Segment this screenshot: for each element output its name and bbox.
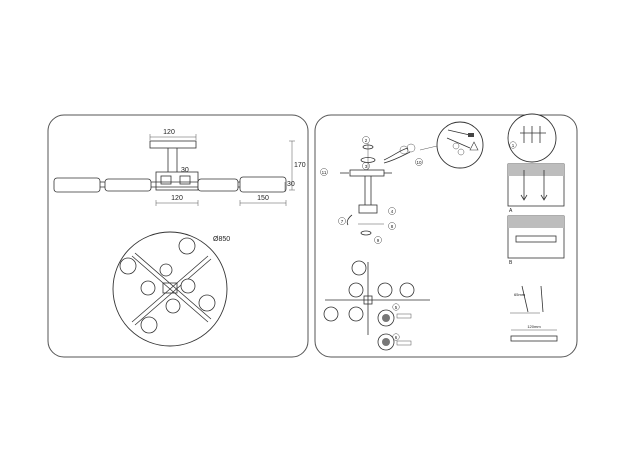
detail-magnifier-circle: [436, 121, 484, 169]
total-height-label: 170: [294, 162, 306, 169]
step-marker: 9: [377, 238, 380, 243]
side-elevation-drawing: 120 170 30 30 120 150: [53, 129, 306, 206]
fixture-assembly-diagram: 5 6: [323, 260, 430, 351]
bracket-width-label: 120mm: [527, 324, 541, 329]
globe: [159, 263, 173, 277]
globe: [348, 306, 364, 322]
step-marker: 8: [391, 224, 394, 229]
step-marker: 10: [416, 160, 422, 165]
dimension-panel-frame: [47, 114, 309, 358]
shade-right-outer: [239, 176, 287, 193]
step-marker: 11: [322, 170, 327, 175]
step-marker: 2: [365, 138, 368, 143]
exploded-mounting-diagram: 2 3 11 4 7 8 9 10: [320, 121, 484, 244]
globe: [351, 260, 367, 276]
step-marker: 7: [341, 219, 344, 224]
arm-offset-label: 30: [181, 167, 189, 174]
step-marker: 3: [365, 164, 368, 169]
plan-view-drawing: Ø850: [112, 231, 230, 347]
dimension-panel: 120 170 30 30 120 150: [47, 114, 309, 358]
step-marker: 6: [395, 335, 398, 340]
globe: [323, 306, 339, 322]
globe: [119, 257, 137, 275]
mounting-bracket: [510, 335, 558, 342]
diameter-label: Ø850: [213, 236, 230, 243]
step-label-a: A: [509, 208, 513, 214]
step-marker: 1: [512, 143, 515, 148]
globe: [165, 298, 181, 314]
shade-right-inner: [197, 178, 239, 192]
shade-left-inner: [104, 178, 152, 192]
ceiling-anchoring-diagram: 1 A B 65mm 120mm: [507, 113, 565, 342]
side-offset-label: 30: [287, 181, 295, 188]
shade-left-outer: [53, 177, 101, 193]
step-label-b: B: [509, 260, 513, 266]
globe: [399, 282, 415, 298]
globe: [180, 278, 196, 294]
globe: [348, 282, 364, 298]
globe: [140, 280, 156, 296]
installation-panel: 2 3 11 4 7 8 9 10: [314, 113, 578, 358]
globe: [198, 294, 216, 312]
body-width-label: 120: [171, 195, 183, 202]
shade-length-label: 150: [257, 195, 269, 202]
step-marker: 5: [395, 305, 398, 310]
installation-panel-frame: [314, 114, 578, 358]
overall-diameter-circle: [112, 231, 228, 347]
globe: [178, 237, 196, 255]
screw-length-label: 65mm: [514, 292, 526, 297]
step-marker: 4: [391, 209, 394, 214]
mounting-canopy: [349, 169, 385, 177]
ceiling-canopy: [149, 140, 197, 149]
globe: [377, 282, 393, 298]
globe: [140, 316, 158, 334]
canopy-width-label: 120: [163, 129, 175, 136]
